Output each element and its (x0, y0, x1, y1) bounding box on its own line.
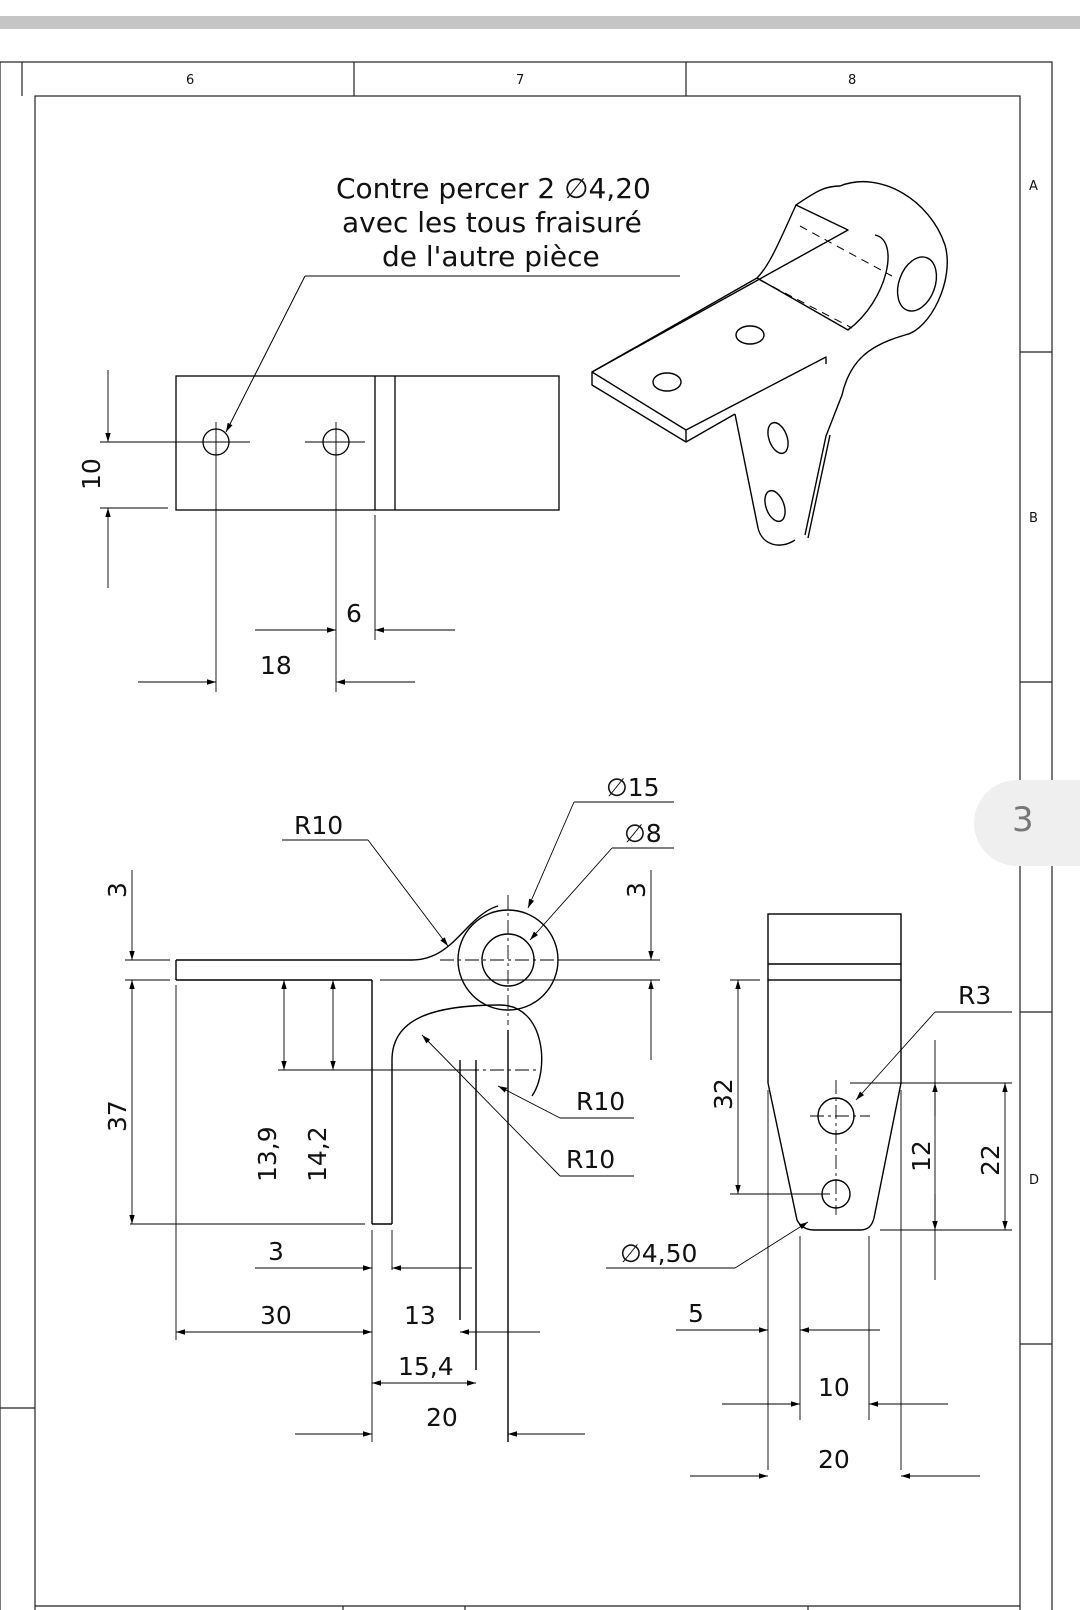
dim-side-10: 10 (818, 1373, 850, 1402)
top-view-dimensions (105, 370, 455, 685)
top-view-centerlines (100, 422, 376, 692)
isometric-view (591, 181, 948, 546)
front-view-leaders (282, 801, 674, 1177)
dim-side-5: 5 (688, 1299, 704, 1328)
drill-note: Contre percer 2 ∅4,20 avec les tous frai… (225, 172, 680, 433)
dim-side-20: 20 (818, 1445, 850, 1474)
zone-col-8: 8 (848, 73, 856, 88)
side-radius: R3 (958, 981, 991, 1010)
note-line-1: Contre percer 2 ∅4,20 (336, 172, 651, 205)
note-line-2: avec les tous fraisuré (342, 206, 642, 239)
front-dia-inner: ∅8 (624, 819, 662, 848)
page-number: 3 (1012, 800, 1034, 840)
top-view (175, 375, 560, 511)
dim-top-height: 10 (77, 458, 106, 490)
dim-front-30: 30 (260, 1301, 292, 1330)
dim-top-slot: 6 (346, 599, 362, 628)
zone-row-b: B (1029, 511, 1038, 526)
dim-front-thk-right: 3 (622, 882, 651, 898)
side-view-centerlines (810, 1080, 870, 1215)
dim-front-height: 37 (103, 1100, 132, 1132)
front-radius-arc1: R10 (576, 1087, 625, 1116)
front-view (175, 905, 559, 1442)
page-number-badge[interactable]: 3 (974, 780, 1080, 866)
dim-front-wall: 3 (268, 1237, 284, 1266)
dim-side-32: 32 (709, 1078, 738, 1110)
zone-col-6: 6 (186, 73, 194, 88)
note-line-3: de l'autre pièce (382, 240, 600, 273)
isometric-hidden-lines (759, 225, 893, 329)
side-view-extension-lines (730, 979, 1012, 1470)
side-hole-dia: ∅4,50 (620, 1239, 697, 1268)
drawing-frame (0, 61, 1053, 1610)
front-radius-top: R10 (294, 811, 343, 840)
top-toolbar-strip (0, 16, 1080, 29)
front-radius-arc2: R10 (566, 1145, 615, 1174)
side-view-dimensions (676, 980, 1008, 1479)
front-view-dimensions (129, 870, 654, 1437)
dim-front-thk-left: 3 (103, 882, 132, 898)
dim-top-pitch: 18 (260, 651, 292, 680)
zone-col-7: 7 (516, 73, 524, 88)
dim-front-13: 13 (404, 1301, 436, 1330)
dim-front-a: 13,9 (253, 1126, 282, 1182)
zone-labels: 6 7 8 A B D (186, 73, 1039, 1188)
dim-front-20: 20 (426, 1403, 458, 1432)
dim-side-22: 22 (976, 1144, 1005, 1176)
side-view-leaders (606, 1011, 1012, 1269)
dim-side-12: 12 (907, 1140, 936, 1172)
dim-front-154: 15,4 (398, 1352, 454, 1381)
zone-row-a: A (1029, 179, 1038, 194)
front-view-extension-lines (125, 959, 660, 1442)
zone-row-d: D (1029, 1173, 1039, 1188)
dim-front-b: 14,2 (303, 1126, 332, 1182)
front-dia-outer: ∅15 (606, 773, 660, 802)
